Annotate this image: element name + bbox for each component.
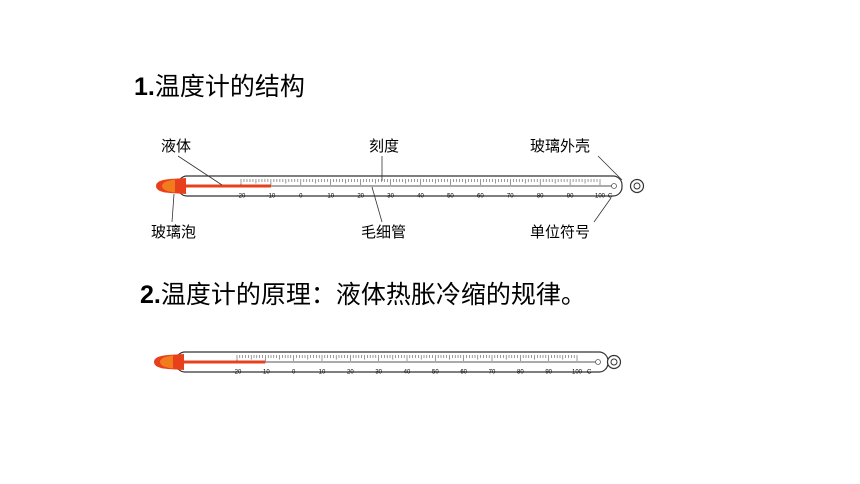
liquid-column xyxy=(186,184,271,188)
scale-number: 20 xyxy=(357,194,364,200)
leader-capillary xyxy=(371,186,383,223)
label-scale: 刻度 xyxy=(369,137,400,155)
label-unit: 单位符号 xyxy=(530,223,591,241)
scale-number: 40 xyxy=(404,370,411,376)
bulb-highlight xyxy=(162,179,175,193)
scale-number: 40 xyxy=(417,194,424,200)
leader-bulb xyxy=(171,193,175,223)
scale-number: 80 xyxy=(517,370,524,376)
scale-number: -10 xyxy=(261,370,270,376)
principle-heading-number: 2. xyxy=(140,281,161,309)
scale-number: 90 xyxy=(545,370,552,376)
bulb-highlight-2 xyxy=(160,355,173,369)
scale-number: 80 xyxy=(537,194,544,200)
scale-numbers: -20 -10 0 10 20 30 40 50 60 70 80 90 100 xyxy=(237,194,606,200)
label-glass-shell: 玻璃外壳 xyxy=(530,137,591,155)
capillary-end-2 xyxy=(595,359,601,365)
scale-number: -20 xyxy=(233,370,242,376)
scale-number: 90 xyxy=(567,194,574,200)
scale-number: 70 xyxy=(507,194,514,200)
hanging-ring-hole-2 xyxy=(610,358,618,366)
leader-unit xyxy=(593,197,612,223)
scale-number: 10 xyxy=(319,370,326,376)
unit-symbol-2: C xyxy=(587,370,592,376)
scale-number: 30 xyxy=(387,194,394,200)
label-capillary: 毛细管 xyxy=(361,223,407,241)
scale-number: 60 xyxy=(477,194,484,200)
scale-number: 50 xyxy=(447,194,454,200)
scale-number: 0 xyxy=(299,194,303,200)
hanging-ring-hole xyxy=(633,182,641,190)
liquid-column-2 xyxy=(184,360,266,364)
scale-number: 60 xyxy=(460,370,467,376)
scale-number: 30 xyxy=(375,370,382,376)
scale-number: 0 xyxy=(292,370,296,376)
unit-symbol: C xyxy=(608,194,613,200)
leader-liquid xyxy=(177,155,223,186)
label-liquid: 液体 xyxy=(161,137,192,155)
scale-number: -20 xyxy=(237,194,246,200)
principle-heading-text: 温度计的原理：液体热胀冷缩的规律。 xyxy=(160,280,586,309)
structure-heading-text: 温度计的结构 xyxy=(154,72,305,101)
scale-number: 100 xyxy=(572,370,583,376)
scale-number: 50 xyxy=(432,370,439,376)
label-bulb: 玻璃泡 xyxy=(151,223,197,241)
thermometer-labeled: -20 -10 0 10 20 30 40 50 60 70 80 90 100 C xyxy=(156,155,645,223)
scale-numbers-2: -20 -10 0 10 20 30 40 50 60 70 80 90 100 xyxy=(233,370,583,376)
scale-number: 20 xyxy=(347,370,354,376)
structure-heading-number: 1. xyxy=(134,73,155,101)
structure-heading: 1.温度计的结构 xyxy=(134,72,305,102)
scale-ticks xyxy=(240,179,601,185)
thermometer-plain: -20 -10 0 10 20 30 40 50 60 70 80 90 100 C xyxy=(154,351,622,376)
scale-ticks-2 xyxy=(236,355,578,361)
capillary-end xyxy=(611,183,617,189)
scale-number: 70 xyxy=(489,370,496,376)
scale-number: 100 xyxy=(595,194,606,200)
scale-number: 10 xyxy=(327,194,334,200)
scale-number: -10 xyxy=(267,194,276,200)
leader-glass-shell xyxy=(597,155,623,181)
principle-heading: 2.温度计的原理：液体热胀冷缩的规律。 xyxy=(140,280,586,310)
